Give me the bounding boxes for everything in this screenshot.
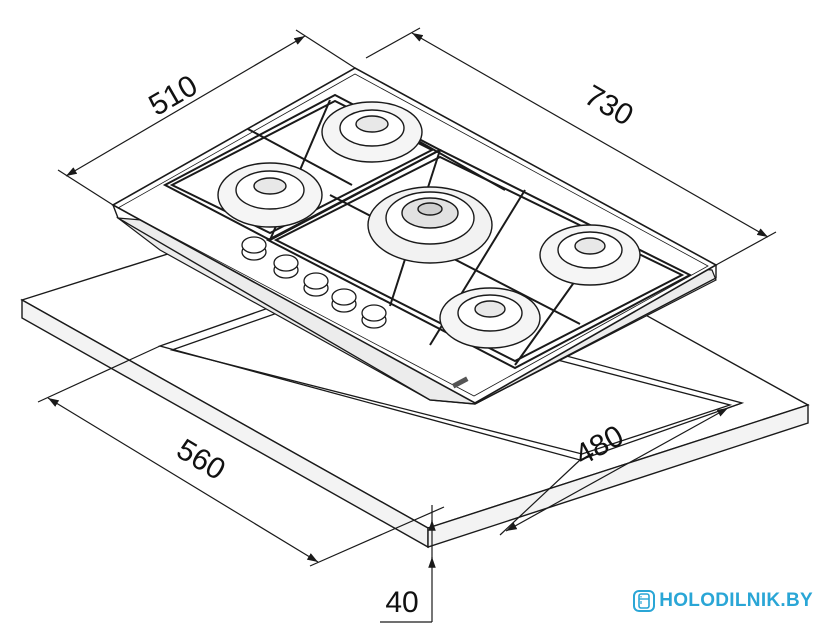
burner-front-right (439, 287, 541, 349)
dimension-hob-depth: 510 (143, 69, 203, 123)
watermark: HOLODILNIK.BY (633, 590, 813, 612)
control-knobs (241, 236, 387, 329)
watermark-text: HOLODILNIK.BY (659, 590, 813, 611)
dimension-hob-width: 730 (579, 79, 639, 133)
burner-front-left (217, 162, 323, 228)
burner-rear-right (539, 224, 641, 286)
burner-center-wok (367, 186, 493, 264)
burner-rear-left (321, 101, 423, 163)
brand-badge (451, 376, 469, 389)
dimension-lines (37, 27, 777, 623)
fridge-logo-icon (633, 590, 656, 612)
dimension-countertop-thickness: 40 (385, 586, 418, 619)
